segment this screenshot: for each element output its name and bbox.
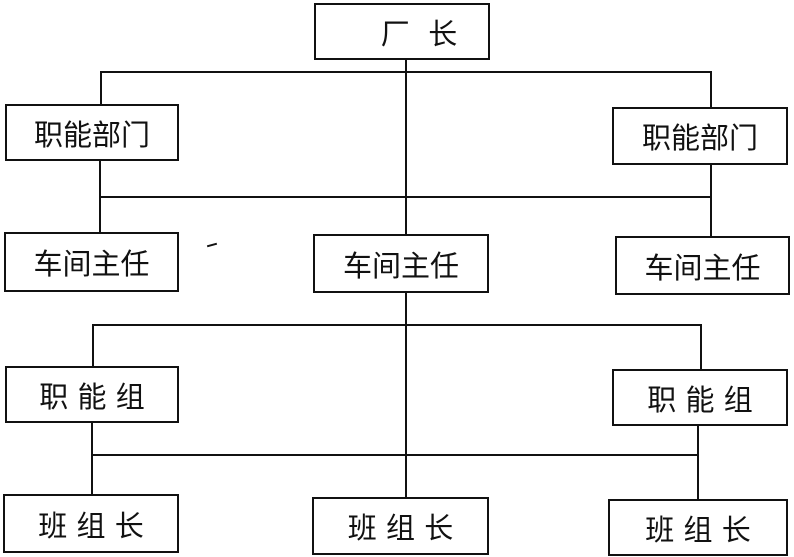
node-label: 职 能 组 [647,382,753,417]
connector [92,324,94,367]
node-label: 车间主任 [33,247,150,281]
stray-mark [206,242,218,248]
node-workshop-left: 车间主任 [4,232,179,292]
connector [405,290,407,498]
node-director: 厂 长 [314,3,490,60]
connector [91,420,93,496]
connector [91,454,699,456]
node-label: 班 组 长 [38,508,144,543]
connector [697,423,699,501]
node-label: 职能部门 [641,121,758,155]
node-workshop-center: 车间主任 [313,234,489,293]
connector [710,71,712,109]
connector [710,162,712,238]
connector [405,58,407,236]
connector [99,159,101,234]
node-label: 车间主任 [342,248,459,283]
node-label: 厂 长 [380,16,458,51]
node-label: 班 组 长 [347,511,454,545]
connector [92,324,702,326]
node-func-group-left: 职 能 组 [5,366,179,423]
node-team-center: 班 组 长 [312,497,489,555]
node-label: 职能部门 [33,117,150,152]
connector [99,196,712,198]
connector [100,71,712,73]
node-func-dept-right: 职能部门 [612,107,788,165]
node-team-right: 班 组 长 [608,499,788,556]
node-func-dept-left: 职能部门 [5,104,179,161]
connector [100,71,102,106]
node-team-left: 班 组 长 [3,494,179,553]
node-label: 班 组 长 [645,512,751,547]
node-label: 职 能 组 [39,379,145,414]
node-label: 车间主任 [644,250,761,285]
node-workshop-right: 车间主任 [615,236,790,295]
node-func-group-right: 职 能 组 [612,369,788,426]
connector [700,324,702,370]
